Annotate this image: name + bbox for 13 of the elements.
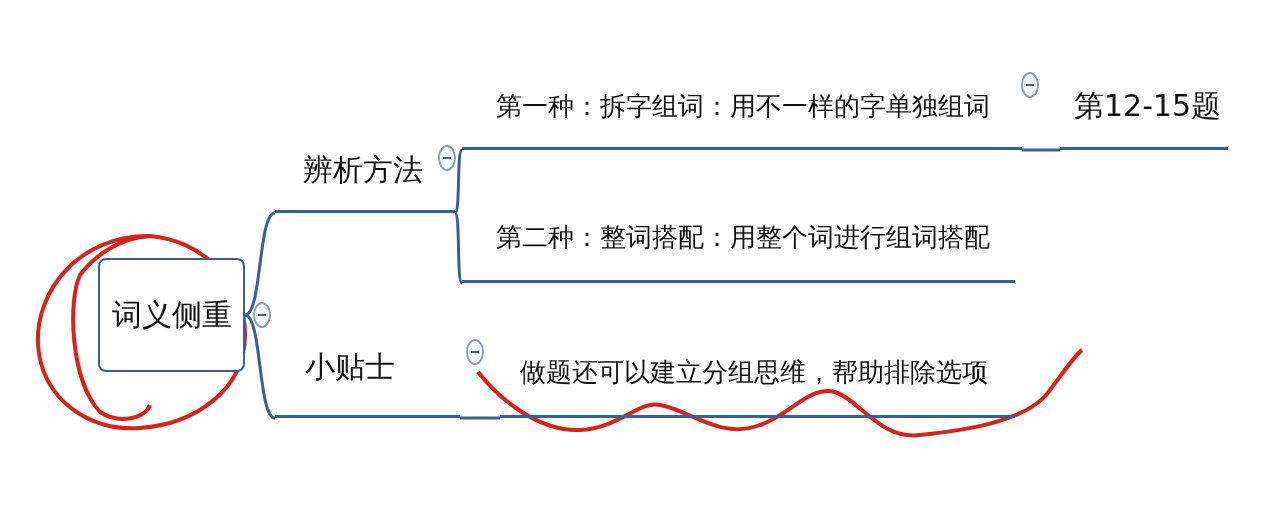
- branch-topic: 小贴士: [275, 320, 460, 418]
- branch-topic: 辨析方法: [275, 130, 455, 213]
- connector-line: [244, 313, 276, 420]
- branch-topic: 第一种：拆字组词：用不一样的字单独组词: [462, 65, 1022, 150]
- central-topic-box: 词义侧重: [98, 258, 245, 372]
- branch-topic: 做题还可以建立分组思维，帮助排除选项: [500, 330, 1015, 418]
- connector-line: [460, 416, 500, 420]
- connector-line: [453, 149, 464, 214]
- connector-line: [453, 212, 464, 284]
- connector-line: [1022, 148, 1060, 152]
- branch-topic: 第12-15题: [1060, 65, 1228, 150]
- branch-topic: 第二种：整词搭配：用整个词进行组词搭配: [462, 195, 1015, 283]
- connector-line: [244, 211, 276, 317]
